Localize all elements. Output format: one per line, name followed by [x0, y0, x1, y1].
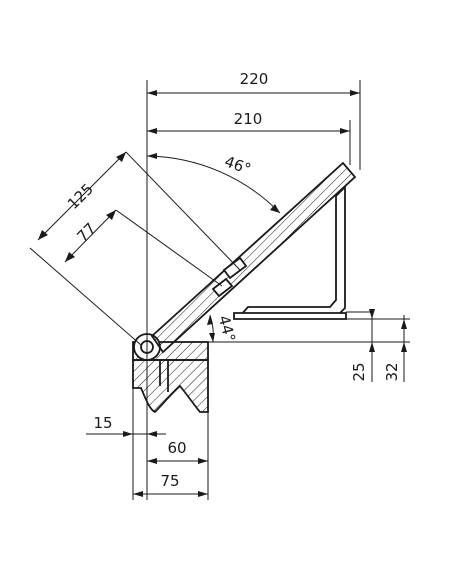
base-block: [132, 359, 209, 414]
inclined-panel: [150, 161, 357, 354]
dim-25: 25: [350, 362, 368, 381]
dim-32: 32: [383, 362, 401, 381]
part-assembly: [132, 161, 410, 414]
support-foot: [233, 312, 347, 320]
dim-125: 125: [64, 180, 97, 213]
dim-220: 220: [240, 70, 269, 88]
dim-77: 77: [73, 219, 99, 245]
dim-210: 210: [234, 110, 263, 128]
dim-75: 75: [160, 472, 179, 490]
support-bracket: [237, 184, 346, 317]
dim-15: 15: [93, 414, 112, 432]
dimension-lines: [29, 80, 407, 500]
dim-60: 60: [167, 439, 186, 457]
